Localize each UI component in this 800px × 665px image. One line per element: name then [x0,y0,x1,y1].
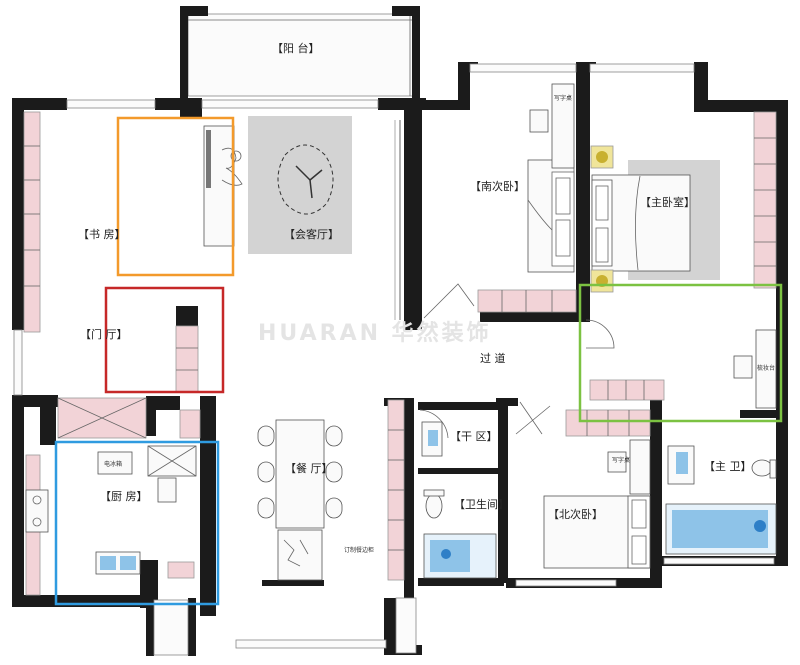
kitchen-fridge [97,451,133,475]
vanity-table [733,329,777,409]
room-label-south-bedroom: 【南次卧】 [470,179,525,193]
room-label-dry-zone: 【干 区】 [450,430,498,443]
highlight-hallway [578,283,783,423]
master-bath-sink [667,445,695,485]
dining-table-set [257,419,343,529]
label-desk-south: 写字桌 [554,94,572,102]
label-fridge: 电冰箱 [104,460,122,468]
room-label-dining: 【餐 厅】 [285,461,333,475]
bathroom-shower [423,533,497,579]
south-bedroom-bed [527,159,575,273]
room-label-master-bath: 【主 卫】 [704,460,752,473]
room-label-kitchen: 【厨 房】 [100,490,148,503]
living-sofa [394,120,401,320]
living-coffee-table [277,144,334,215]
balcony [185,13,415,97]
doors [419,283,615,439]
highlight-foyer [104,286,225,394]
room-label-hallway: 过 道 [480,351,506,365]
room-label-master-bedroom: 【主卧室】 [640,195,695,209]
study-desk [203,125,243,247]
watermark: HUARAN 华然装饰 [258,320,492,346]
room-label-study: 【书 房】 [78,228,126,241]
label-custom-cabinet: 订制餐边柜 [344,546,374,554]
lamp-top [596,151,608,163]
kitchen-sink [95,551,141,575]
dining-sideboard [277,529,323,581]
master-bed [591,174,691,272]
kitchen-counter [147,445,197,503]
master-bath-toilet [751,459,777,479]
north-bedroom-bed [543,495,651,569]
highlight-kitchen [54,440,220,606]
south-desk [529,83,575,169]
room-label-living: 【会客厅】 [284,227,339,241]
walls [12,6,788,656]
room-label-north-bedroom: 【北次卧】 [548,507,603,521]
dry-zone-sink [421,421,443,457]
room-label-balcony: 【阳 台】 [272,41,320,55]
windows [13,63,775,656]
kitchen-stove [25,489,49,533]
north-desk [607,439,651,495]
bathroom-toilet [423,489,445,519]
master-bath-shower [665,503,777,555]
room-label-foyer: 【门 厅】 [80,327,128,341]
label-vanity: 梳妆台 [757,364,775,372]
living-rug [248,116,352,254]
highlight-study [116,116,235,277]
label-desk-north: 写字桌 [612,456,630,464]
room-label-bathroom: 【卫生间】 [454,497,509,511]
